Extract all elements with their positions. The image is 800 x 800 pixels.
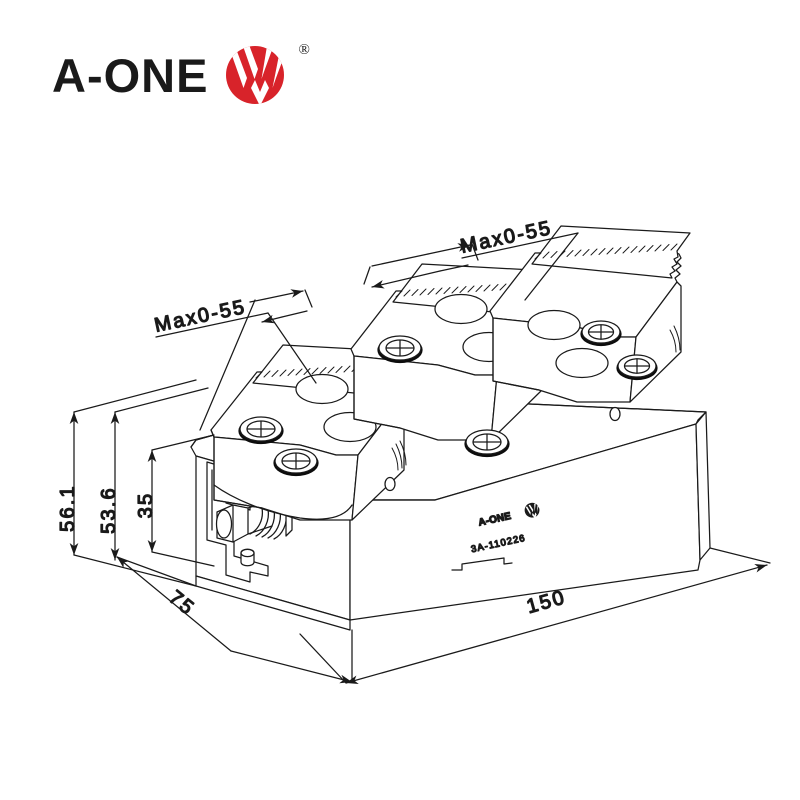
brand-header: A-ONE ® — [52, 42, 310, 106]
a-one-circle-m-logo-icon: ® — [222, 42, 310, 106]
vise-jaw-left — [210, 344, 413, 521]
dimension-height-group: 56.1 53.6 35 — [56, 379, 215, 587]
jaw-screw — [238, 416, 284, 445]
a-one-small-logo-icon — [524, 502, 540, 519]
brand-wordmark: A-ONE — [52, 48, 209, 102]
dimension-label-max-stroke-left: Max0-55 — [152, 296, 248, 337]
jaw-screw — [616, 354, 658, 381]
dimension-label-depth: 75 — [164, 586, 199, 620]
dimension-label-height-jaw: 35 — [135, 492, 157, 519]
jaw-screw — [580, 320, 622, 347]
dimension-label-max-stroke-right: Max0-55 — [458, 217, 554, 258]
dimension-label-height-overall: 56.1 — [57, 484, 79, 532]
jaw-screw — [464, 429, 510, 458]
dimension-label-height-body: 53.6 — [98, 486, 120, 534]
vise-jaw-right — [489, 225, 691, 422]
registered-trademark-icon: ® — [298, 42, 310, 58]
jaw-screw — [377, 335, 423, 364]
jaw-screw — [273, 448, 319, 477]
